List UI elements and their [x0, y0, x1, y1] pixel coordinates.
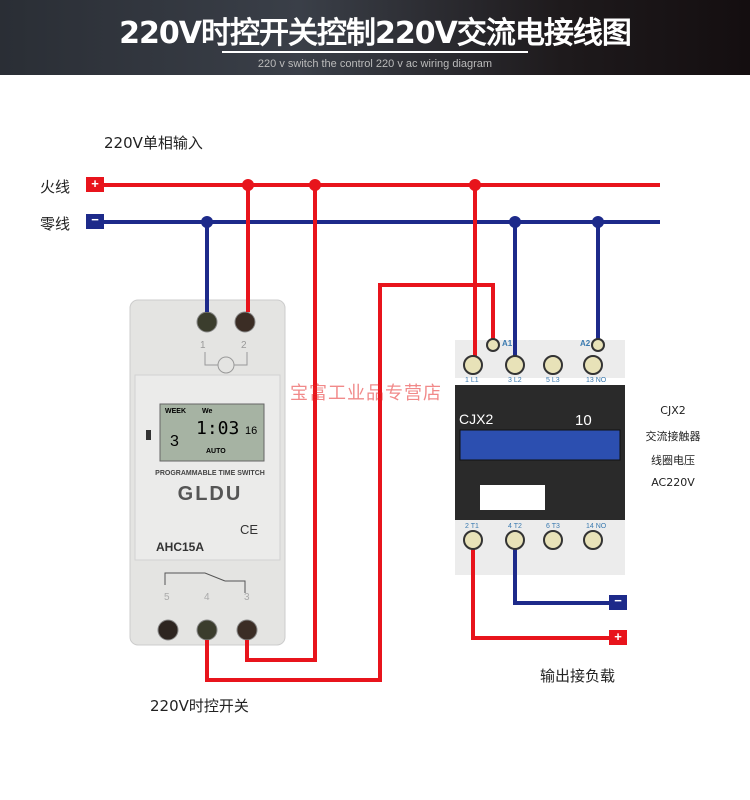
contactor-terminals	[463, 338, 605, 550]
lcd-week: WEEK	[165, 408, 186, 415]
contactor-model: CJX2	[459, 411, 494, 427]
plus-minus-terminals	[86, 177, 627, 645]
terminal-2: 2	[241, 340, 247, 351]
terminal-5: 5	[164, 592, 170, 603]
ce-mark: CE	[240, 522, 259, 537]
terminal-14no: 14 NO	[586, 523, 607, 530]
input-label: 220V单相输入	[104, 134, 203, 152]
contactor-info-type: 交流接触器	[645, 430, 701, 443]
minus-icon: −	[91, 212, 99, 227]
output-plus-icon: +	[614, 629, 622, 644]
output-label: 输出接负载	[540, 667, 616, 685]
contactor-info-voltage: AC220V	[651, 476, 695, 489]
page-title: 220V时控开关控制220V交流电接线图	[119, 16, 632, 51]
product-name: PROGRAMMABLE TIME SWITCH	[155, 470, 265, 477]
page-subtitle: 220 v switch the control 220 v ac wiring…	[257, 58, 493, 70]
contactor-info-coil: 线圈电压	[651, 454, 695, 467]
contactor-info-model: CJX2	[660, 404, 686, 417]
terminal-l3: 5 L3	[546, 377, 560, 384]
terminal-1: 1	[200, 340, 206, 351]
output-minus-icon: −	[614, 593, 622, 608]
terminal-t1: 2 T1	[465, 523, 479, 530]
terminal-4: 4	[204, 592, 210, 603]
divider	[222, 51, 528, 53]
watermark: 宝富工业品专营店	[290, 383, 442, 404]
coil-a2: A2	[580, 339, 591, 348]
terminal-l1: 1 L1	[465, 377, 479, 384]
terminal-t3: 6 T3	[546, 523, 560, 530]
terminal-3: 3	[244, 592, 250, 603]
lcd-time: 1:03	[196, 418, 240, 439]
lcd-day-num: 3	[170, 433, 179, 450]
model-label: AHC15A	[156, 540, 205, 554]
lcd-seconds: 16	[245, 425, 258, 437]
plus-icon: +	[91, 176, 99, 191]
neutral-label: 零线	[40, 215, 71, 233]
brand-logo: GLDU	[177, 483, 243, 505]
coil-a1: A1	[502, 339, 513, 348]
live-label: 火线	[40, 178, 71, 196]
terminal-13no: 13 NO	[586, 377, 607, 384]
header-banner: 220V时控开关控制220V交流电接线图 220 v switch the co…	[0, 0, 750, 75]
terminal-t2: 4 T2	[508, 523, 522, 530]
contactor-rating: 10	[575, 412, 592, 429]
lcd-mode: AUTO	[206, 448, 226, 455]
timer-label: 220V时控开关	[150, 697, 249, 715]
time-switch	[129, 299, 286, 646]
junction-dots	[201, 179, 604, 228]
lcd-day: We	[202, 408, 213, 415]
terminal-l2: 3 L2	[508, 377, 522, 384]
